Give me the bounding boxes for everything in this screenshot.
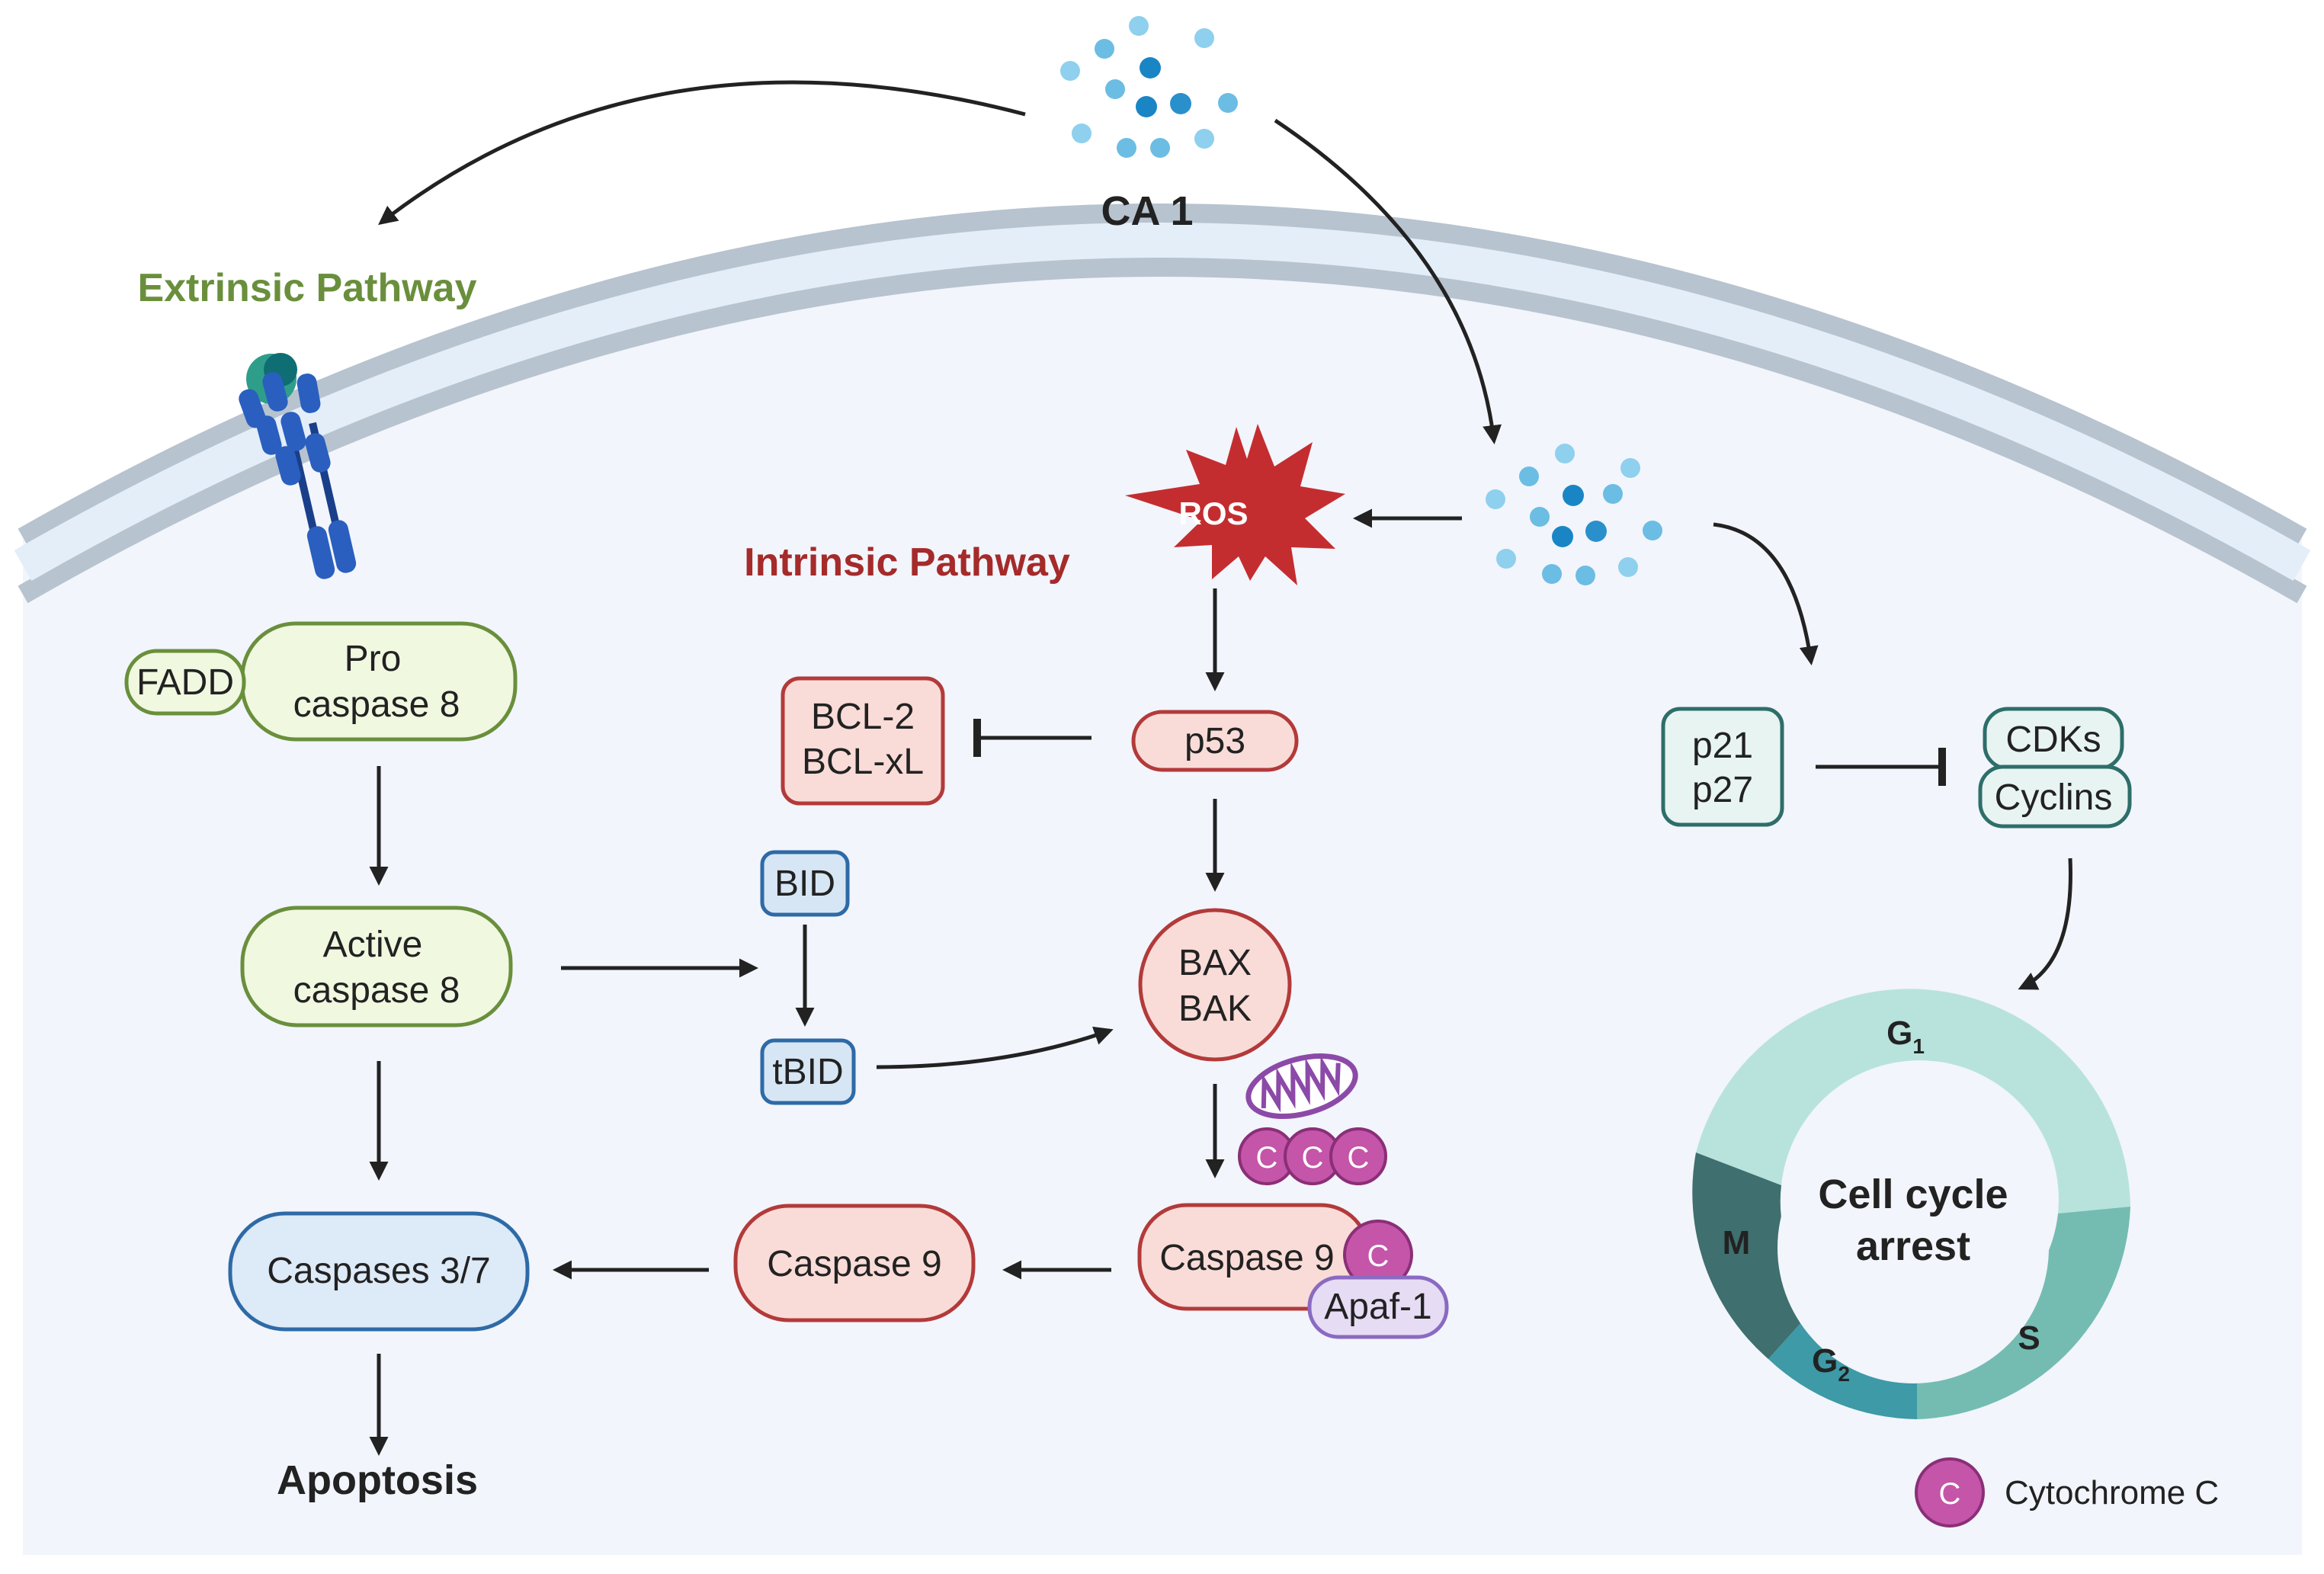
p53-node: p53 xyxy=(1131,710,1299,772)
legend-label: Cytochrome C xyxy=(2005,1474,2219,1511)
p27-label: p27 xyxy=(1692,770,1753,810)
apoptosome-cytc-label: C xyxy=(1367,1239,1390,1273)
apoptosome-node: Caspase 9 C Apaf-1 xyxy=(1137,1203,1449,1339)
procaspase8-line2: caspase 8 xyxy=(293,684,460,725)
cell-membrane-outer xyxy=(18,204,2307,547)
caspase9-label: Caspase 9 xyxy=(767,1244,941,1284)
active-caspase8-node: Active caspase 8 xyxy=(240,906,513,1027)
arrow-ca1-to-cell xyxy=(1274,118,1502,444)
apaf1-label: Apaf-1 xyxy=(1324,1287,1431,1327)
fadd-label: FADD xyxy=(136,662,234,703)
cdks-node: CDKs xyxy=(1983,707,2124,771)
cell-cycle-ring: G1 S G2 M Cell cycle arrest xyxy=(1692,989,2130,1419)
p21-label: p21 xyxy=(1692,726,1753,766)
bid-label: BID xyxy=(774,864,835,904)
g2-label: G2 xyxy=(1812,1342,1850,1386)
cdks-label: CDKs xyxy=(2005,720,2101,760)
arrow-particles-to-p21 xyxy=(1713,522,1819,665)
cell-cycle-center-line2: arrest xyxy=(1856,1223,1970,1269)
m-label: M xyxy=(1723,1224,1751,1261)
bclxl-label: BCL-xL xyxy=(802,742,924,782)
p21-p27-node: p21 p27 xyxy=(1661,707,1784,827)
caspase9-node: Caspase 9 xyxy=(733,1204,976,1322)
bcl-node: BCL-2 BCL-xL xyxy=(781,676,945,806)
arrows xyxy=(369,80,2072,1456)
cytc-label-1: C xyxy=(1256,1141,1278,1175)
p53-label: p53 xyxy=(1184,721,1245,761)
intrinsic-pathway-title: Intrinsic Pathway xyxy=(744,540,1070,585)
cell-membrane-inner xyxy=(18,257,2307,604)
ca1-label: CA 1 xyxy=(1101,188,1193,234)
mitochondrion-icon xyxy=(1245,1053,1358,1119)
ca1-internal-particles xyxy=(1486,444,1662,585)
legend-icon-label: C xyxy=(1939,1477,1961,1511)
apoptosome-caspase9-label: Caspase 9 xyxy=(1159,1238,1334,1278)
extrinsic-pathway-title: Extrinsic Pathway xyxy=(137,266,476,310)
s-label: S xyxy=(2018,1319,2040,1357)
apoptosis-label: Apoptosis xyxy=(277,1457,478,1503)
procaspase8-line1: Pro xyxy=(345,639,402,679)
death-receptor-icon xyxy=(239,353,357,579)
cytc-label-3: C xyxy=(1348,1141,1370,1175)
arrow-cyclins-to-cellcycle xyxy=(2018,858,2072,990)
tbid-label: tBID xyxy=(772,1052,843,1092)
ca1-particles xyxy=(1060,16,1238,158)
g1-segment xyxy=(1696,989,2130,1213)
cell-membrane-lumen xyxy=(14,223,2311,581)
caspases37-node: Caspases 3/7 xyxy=(228,1211,530,1332)
cell-cycle-center-line1: Cell cycle xyxy=(1818,1172,2008,1217)
fadd-node: FADD xyxy=(124,649,246,716)
active-caspase8-line2: caspase 8 xyxy=(293,970,460,1011)
ros-burst: ROS xyxy=(1125,424,1345,585)
tbid-node: tBID xyxy=(760,1038,856,1105)
cytc-label-2: C xyxy=(1302,1141,1324,1175)
ros-label: ROS xyxy=(1178,495,1248,531)
legend: C Cytochrome C xyxy=(1915,1457,2219,1528)
caspases37-label: Caspases 3/7 xyxy=(267,1251,491,1291)
m-segment xyxy=(1692,1152,1822,1359)
cyclins-label: Cyclins xyxy=(1995,777,2113,818)
active-caspase8-line1: Active xyxy=(323,925,423,965)
bax-label: BAX xyxy=(1178,943,1252,983)
bcl2-label: BCL-2 xyxy=(811,697,915,737)
g1-label: G1 xyxy=(1886,1015,1925,1058)
arrow-tbid-to-baxbak xyxy=(876,1026,1114,1069)
cytochrome-c-cluster: C C C xyxy=(1238,1127,1387,1185)
bak-label: BAK xyxy=(1178,989,1252,1029)
procaspase8-node: Pro caspase 8 xyxy=(240,621,518,742)
cyclins-node: Cyclins xyxy=(1978,765,2132,829)
baxbak-node: BAX BAK xyxy=(1138,908,1292,1062)
arrow-ca1-to-extrinsic xyxy=(378,80,1026,226)
bid-node: BID xyxy=(760,850,850,917)
